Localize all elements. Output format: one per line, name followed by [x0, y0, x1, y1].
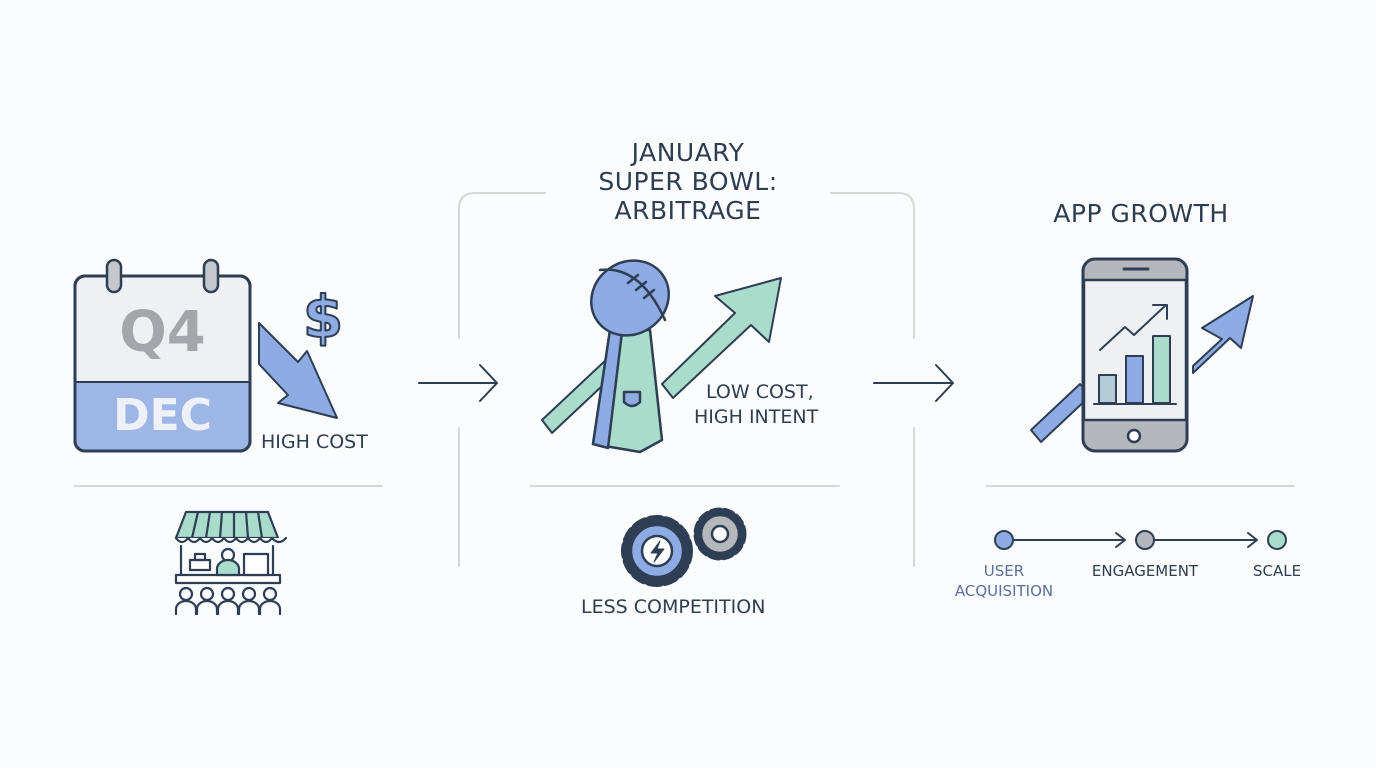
high-cost-label: HIGH COST [261, 431, 368, 453]
callout-line: HIGH INTENT [694, 406, 819, 428]
low-cost-callout: LOW COST, HIGH INTENT [694, 380, 818, 430]
step-label-scale: SCALE [1242, 561, 1312, 581]
up-arrow-icon [661, 277, 782, 399]
step-label-line: ENGAGEMENT [1091, 562, 1199, 580]
growth-arrow-icon [1030, 383, 1091, 443]
calendar-icon [73, 258, 252, 453]
step-label-line: ACQUISITION [954, 582, 1054, 600]
middle-title: JANUARY SUPER BOWL: ARBITRAGE [548, 138, 828, 225]
flow-arrow-icon [418, 364, 498, 402]
title-line: SUPER BOWL: [598, 167, 778, 196]
dollar-icon: $ [303, 283, 343, 351]
frame-left [458, 192, 546, 567]
title-line: ARBITRAGE [614, 196, 762, 225]
phone-icon [1081, 257, 1189, 453]
growth-steps [994, 530, 1287, 550]
step-label-engagement: ENGAGEMENT [1080, 561, 1210, 581]
flow-arrow-icon [873, 364, 954, 402]
gear-icon [621, 515, 693, 587]
step-label-line: SCALE [1252, 562, 1302, 580]
step-dot-engagement [1135, 530, 1155, 550]
step-label-line: USER [983, 562, 1025, 580]
calendar-quarter: Q4 [119, 300, 206, 365]
title-line: JANUARY [631, 138, 745, 167]
step-dot-acquisition [994, 530, 1014, 550]
growth-arrow-icon [1192, 295, 1254, 374]
step-dot-scale [1267, 530, 1287, 550]
callout-line: LOW COST, [706, 381, 814, 403]
step-label-acquisition: USER ACQUISITION [954, 561, 1054, 601]
trophy-icon [590, 259, 670, 454]
down-arrow-icon [258, 322, 338, 419]
less-competition-label: LESS COMPETITION [581, 596, 766, 618]
frame-right [830, 192, 915, 567]
calendar-month: DEC [113, 390, 212, 441]
app-growth-title: APP GROWTH [1053, 199, 1229, 228]
gear-icon [693, 507, 747, 561]
market-stall-icon [174, 510, 288, 616]
